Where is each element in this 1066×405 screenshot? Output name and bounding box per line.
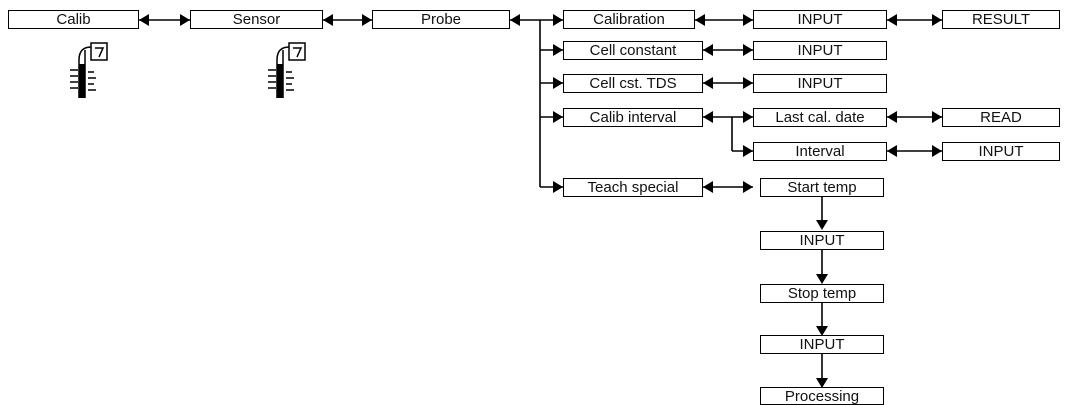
start-temp-input-box[interactable]: INPUT	[760, 231, 884, 250]
teach-special-box[interactable]: Teach special	[563, 178, 703, 197]
stop-temp-input-box[interactable]: INPUT	[760, 335, 884, 354]
probe-sensor-icon	[70, 42, 108, 98]
interval-box[interactable]: Interval	[753, 142, 887, 161]
calibration-result-box: RESULT	[942, 10, 1060, 29]
calib-menu-box[interactable]: Calib	[8, 10, 139, 29]
stop-temp-box[interactable]: Stop temp	[760, 284, 884, 303]
calibration-box[interactable]: Calibration	[563, 10, 695, 29]
probe-menu-box[interactable]: Probe	[372, 10, 510, 29]
last-cal-date-box[interactable]: Last cal. date	[753, 108, 887, 127]
probe-sensor-icon	[268, 42, 306, 98]
interval-input-box[interactable]: INPUT	[942, 142, 1060, 161]
cell-cst-tds-box[interactable]: Cell cst. TDS	[563, 74, 703, 93]
cell-constant-input-box[interactable]: INPUT	[753, 41, 887, 60]
cell-constant-box[interactable]: Cell constant	[563, 41, 703, 60]
start-temp-box[interactable]: Start temp	[760, 178, 884, 197]
processing-box: Processing	[760, 387, 884, 405]
last-cal-date-read-box: READ	[942, 108, 1060, 127]
calibration-input-box[interactable]: INPUT	[753, 10, 887, 29]
calib-interval-box[interactable]: Calib interval	[563, 108, 703, 127]
sensor-menu-box[interactable]: Sensor	[190, 10, 323, 29]
cell-cst-tds-input-box[interactable]: INPUT	[753, 74, 887, 93]
